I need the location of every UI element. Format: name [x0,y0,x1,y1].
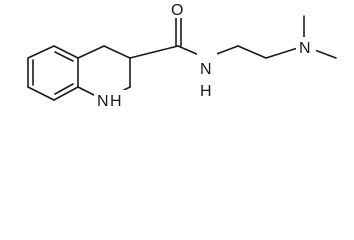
bond [54,83,74,95]
ring-nitrogen-label: N [97,93,109,110]
amide-hydrogen-label: H [200,83,212,100]
bond [53,45,79,59]
bond [53,86,79,101]
bond [237,45,267,59]
label-background [94,90,126,110]
label-background [296,37,316,57]
bond [27,45,55,59]
ring-hydrogen-label: H [110,93,122,110]
bond [103,45,131,59]
bond [54,51,74,62]
bond [129,45,179,59]
label-background [169,0,189,18]
chemical-structure: O N H N H N [27,0,337,110]
label-background [197,49,217,77]
carbonyl-oxygen-label: O [171,2,183,19]
bond-lines [27,15,337,101]
atom-labels: O N H N H N [94,0,316,110]
amide-nitrogen-label: N [200,61,212,78]
bond [27,86,55,101]
amine-nitrogen-label: N [299,40,311,57]
bond [77,45,105,59]
